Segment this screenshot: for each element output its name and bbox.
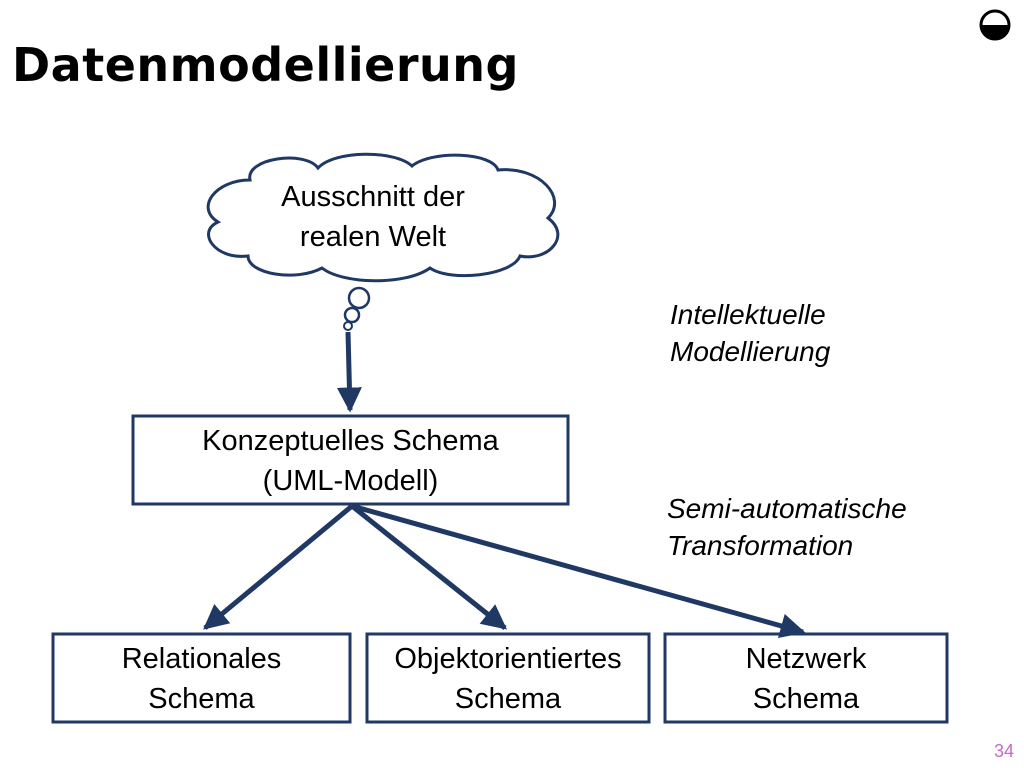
thought-cloud [206,152,560,331]
network-schema-label: Netzwerk Schema [665,639,947,719]
note-semi-automatic-transformation: Semi-automatische Transformation [667,490,907,564]
network-schema-label-line-1: Netzwerk [745,643,867,675]
relational-schema-label-line-2: Schema [148,683,255,715]
arrow-conceptual-to-relational [203,504,354,630]
relational-schema-label: Relationales Schema [53,639,350,719]
arrow-conceptual-to-object-oriented [350,504,507,630]
conceptual-schema-label-line-1: Konzeptuelles Schema [202,425,499,457]
half-filled-circle-icon [978,8,1012,47]
note-semi-automatic-line-2: Transformation [667,530,854,561]
relational-schema-label-line-1: Relationales [121,643,282,675]
cloud-label-line-1: Ausschnitt der [281,181,465,213]
thought-bubble-small [343,321,353,331]
arrow-cloud-to-conceptual [336,331,362,413]
thought-bubble-large [347,286,371,310]
network-schema-label-line-2: Schema [752,683,860,715]
page-number: 34 [993,741,1014,761]
network-schema-box [663,632,949,724]
arrow-conceptual-to-network [351,503,806,638]
object-oriented-schema-label: Objektorientiertes Schema [362,639,654,719]
cloud-label-line-2: realen Welt [299,221,447,253]
note-intellectual-line-2: Modellierung [670,336,831,367]
relational-schema-box [51,632,352,724]
note-intellectual-modeling: Intellektuelle Modellierung [670,296,830,370]
conceptual-schema-label: Konzeptuelles Schema (UML-Modell) [133,421,568,501]
object-oriented-schema-label-line-1: Objektorientiertes [394,643,622,675]
object-oriented-schema-box [365,632,651,724]
slide-title: Datenmodellierung [12,38,519,92]
thought-bubble-medium [343,306,361,324]
object-oriented-schema-label-line-2: Schema [454,683,562,715]
conceptual-schema-box [131,414,570,506]
conceptual-schema-label-line-2: (UML-Modell) [262,465,439,497]
note-semi-automatic-line-1: Semi-automatische [667,493,907,524]
note-intellectual-line-1: Intellektuelle [670,299,826,330]
cloud-label: Ausschnitt der realen Welt [248,177,498,257]
